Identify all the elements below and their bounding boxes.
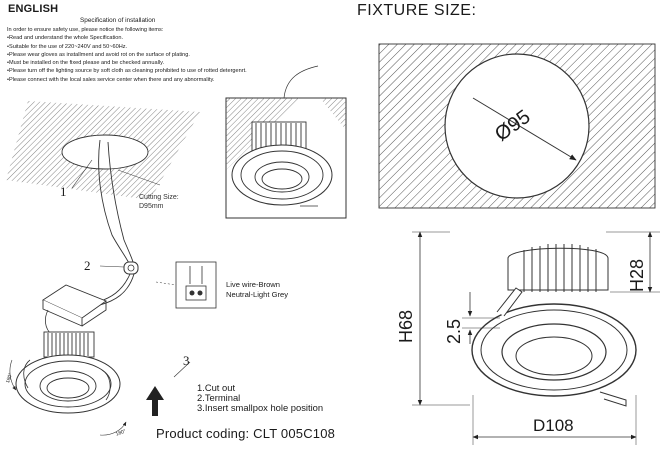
cutting-size-caption: Cutting Size: bbox=[139, 194, 179, 201]
fixture-drawing bbox=[471, 244, 637, 407]
installation-steps: 1.Cut out 2.Terminal 3.Insert smallpox h… bbox=[197, 382, 324, 414]
step-item: 2.Terminal bbox=[197, 392, 241, 404]
instruction-item: In order to ensure safety use, please no… bbox=[7, 27, 164, 33]
callout-2: 2 bbox=[84, 258, 91, 273]
wiring-terminal-detail bbox=[155, 261, 217, 309]
instruction-item: •Please wear gloves as installment and a… bbox=[7, 51, 190, 58]
step-item: 1.Cut out bbox=[197, 382, 236, 393]
instruction-item: •Suitable for the use of 220~240V and 50… bbox=[7, 43, 128, 50]
cutout-hatch-panel bbox=[378, 43, 656, 209]
terminal-connector bbox=[97, 261, 139, 306]
neutral-wire-label: Neutral-Light Grey bbox=[226, 290, 289, 299]
callout-1: 1 bbox=[60, 184, 67, 199]
live-wire-label: Live wire-Brown bbox=[226, 280, 281, 289]
step-item: 3.Insert smallpox hole position bbox=[197, 402, 324, 414]
product-coding: Product coding: CLT 005C108 bbox=[156, 426, 336, 441]
diameter-label: D108 bbox=[533, 416, 574, 435]
dimension-lines bbox=[412, 231, 660, 445]
instruction-item: •Read and understand the whole Specifica… bbox=[7, 35, 124, 42]
ceiling-cutout-diagram bbox=[6, 101, 200, 271]
height-total-label: H68 bbox=[396, 309, 416, 343]
instruction-item: •Please turn off the lighting source by … bbox=[7, 68, 247, 75]
wire-colour-legend: Live wire-Brown Neutral-Light Grey bbox=[226, 280, 288, 300]
downlight-left bbox=[9, 331, 127, 436]
fixture-size-title: FIXTURE SIZE: bbox=[357, 2, 477, 19]
language-heading: ENGLISH bbox=[8, 3, 59, 15]
rim-thickness-label: 2.5 bbox=[444, 318, 464, 344]
spec-title: Specification of installation bbox=[80, 17, 156, 24]
insert-up-arrow bbox=[146, 361, 191, 416]
cutting-size-value: D95mm bbox=[139, 203, 164, 210]
driver-box bbox=[42, 284, 107, 336]
callout-3: 3 bbox=[183, 353, 190, 368]
instruction-item: •Please connect with the local sales ser… bbox=[7, 76, 215, 83]
height-top-label: H28 bbox=[627, 258, 647, 292]
instruction-item: •Must be installed on the fixed please a… bbox=[7, 60, 165, 67]
cutting-size-label: Cutting Size: D95mm bbox=[139, 193, 179, 211]
instruction-list: In order to ensure safety use, please no… bbox=[7, 26, 247, 84]
installed-view-inset bbox=[225, 65, 347, 219]
